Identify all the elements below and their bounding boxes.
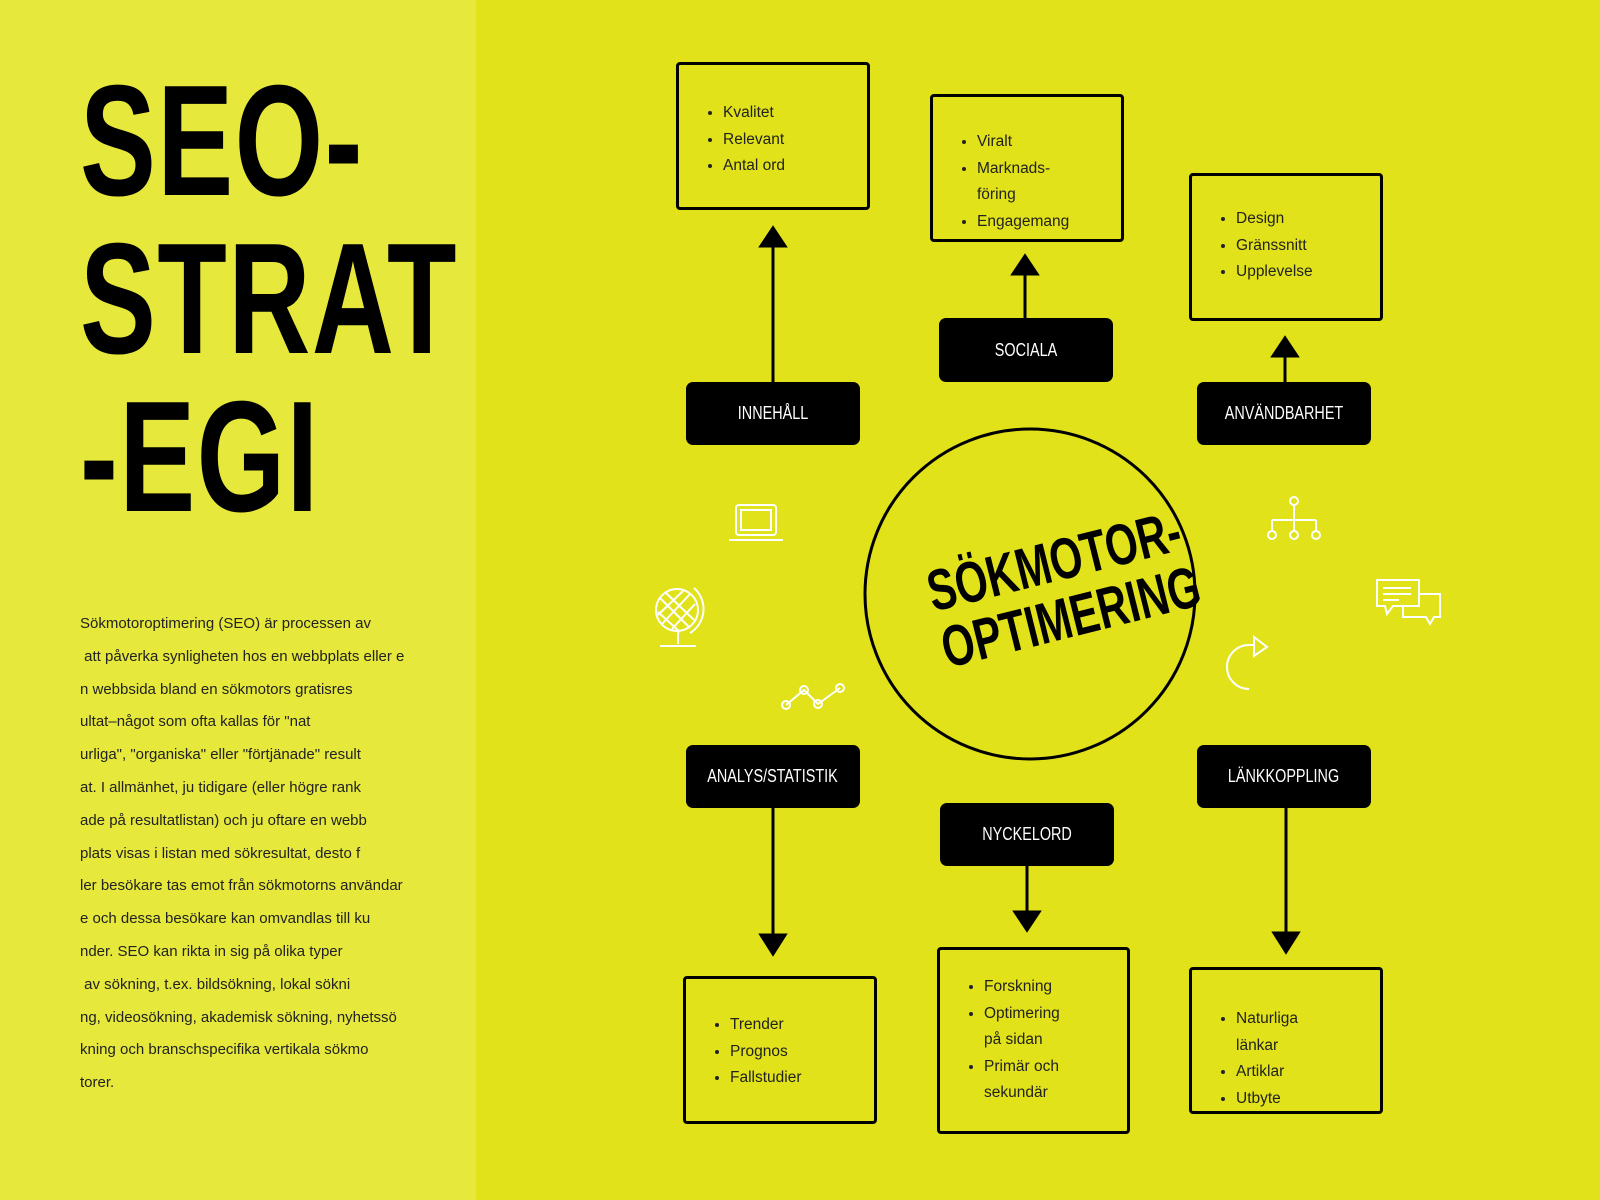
analys-box: TrenderPrognosFallstudier [683,976,877,1124]
list-item: Design [1236,206,1313,233]
innehall-box: KvalitetRelevantAntal ord [676,62,870,210]
list-item: Gränssnitt [1236,233,1313,260]
list-item: föring [977,186,1016,203]
label-analys: ANALYS/STATISTIK [686,745,860,808]
list-item: länkar [1236,1036,1279,1054]
list-item: på sidan [984,1031,1043,1048]
list-item: Artiklar [1236,1059,1298,1086]
list-item: Forskning [984,974,1060,1001]
list-item: Viralt [977,129,1069,156]
list-item: Marknads- [977,156,1069,183]
sociala-box: ViraltMarknads-föringEngagemang [930,94,1124,242]
list-item: Primär och [984,1054,1060,1081]
page-title: SEO-STRAT-EGI [80,53,458,545]
left-panel [0,0,476,1200]
label-lankkoppling: LÄNKKOPPLING [1197,745,1371,808]
hierarchy-icon [1267,496,1321,540]
list-item: Engagemang [977,209,1069,236]
label-nyckelord: NYCKELORD [940,803,1114,866]
globe-icon [655,587,705,647]
nyckelord-box: ForskningOptimering på sidanPrimär och sek… [937,947,1130,1134]
anvandbarhet-box: DesignGränssnittUpplevelse [1189,173,1383,321]
lankkoppling-box: Naturliga länkarArtiklarUtbyte [1189,967,1383,1114]
list-item: Optimering [984,1001,1060,1028]
list-item: Trender [730,1012,802,1039]
laptop-icon [729,504,783,541]
label-anvandbarhet: ANVÄNDBARHET [1197,382,1371,445]
list-item: sekundär [984,1084,1048,1101]
label-innehall: INNEHÅLL [686,382,860,445]
center-circle [863,427,1197,761]
list-item: Prognos [730,1039,802,1066]
redo-arrow-icon [1226,634,1269,690]
list-item: Kvalitet [723,100,785,127]
list-item: Relevant [723,127,785,154]
list-item: Antal ord [723,153,785,180]
chat-bubbles-icon [1376,579,1441,627]
description-paragraph: Sökmotoroptimering (SEO) är processen av… [80,615,405,1092]
list-item: Fallstudier [730,1065,802,1092]
list-item: Upplevelse [1236,259,1313,286]
list-item: Utbyte [1236,1086,1298,1113]
list-item: Naturliga [1236,1006,1298,1033]
label-sociala: SOCIALA [939,318,1113,382]
line-chart-icon [781,683,845,710]
